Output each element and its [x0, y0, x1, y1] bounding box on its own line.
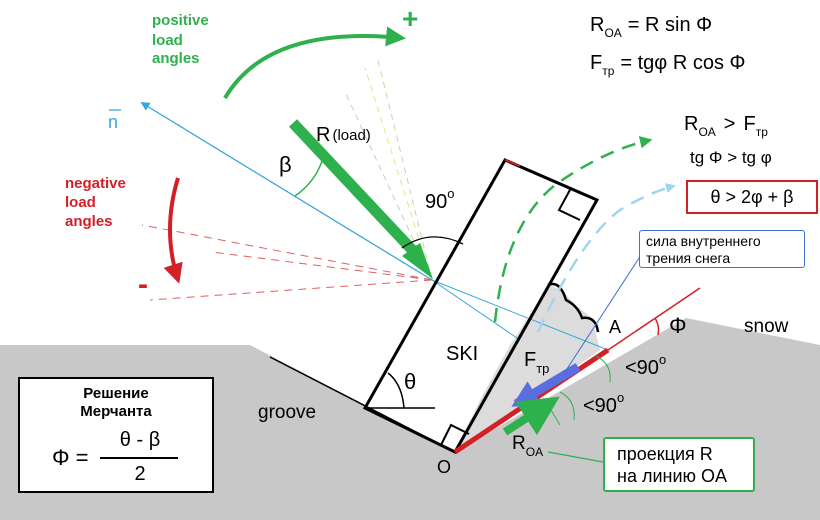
merchant-numerator: θ - β	[119, 429, 161, 451]
friction-callout-line2: трения снега	[646, 250, 731, 266]
positive-angles-arc	[223, 26, 406, 100]
groove-label: groove	[258, 402, 316, 423]
formula-roa: ROA= R sin Φ	[590, 14, 712, 40]
merchant-fraction-bar	[100, 457, 178, 459]
normal-vector	[140, 102, 433, 281]
friction-callout: сила внутреннего трения снега	[639, 230, 805, 268]
positive-label: positive load angles	[152, 12, 213, 67]
projection-callout-line2: на линию OA	[617, 466, 728, 486]
friction-callout-line	[564, 254, 642, 373]
merchant-solution-box: Решение Мерчанта Φ = θ - β 2	[18, 377, 214, 493]
ninety-arc	[401, 236, 464, 249]
load-label: R(load)	[316, 124, 371, 146]
result-condition-box: θ > 2φ + β	[686, 180, 818, 214]
snow-debris	[455, 285, 600, 452]
lt90-arc-a	[595, 355, 611, 383]
snow-label: snow	[744, 316, 789, 337]
inequality-tangent: tg Φ > tg φ	[690, 148, 772, 167]
line-oa-extension	[607, 287, 701, 351]
ski-tip-edge	[504, 159, 521, 167]
projection-guide	[547, 404, 561, 426]
merchant-denominator: 2	[134, 463, 146, 485]
negative-label: negative load angles	[65, 175, 130, 230]
projection-callout-line	[547, 451, 604, 463]
lt90-label-b: <90o	[583, 390, 624, 417]
beta-label: β	[279, 152, 292, 177]
theta-arc	[387, 372, 405, 409]
theta-label: θ	[404, 369, 416, 394]
projection-callout: проекция R на линию OA	[603, 437, 755, 492]
friction-label: Fтр	[524, 349, 549, 376]
lt90-label-a: <90o	[625, 352, 666, 379]
ski-label: SKI	[446, 343, 478, 365]
inequality-forces: ROA>Fтр	[684, 113, 768, 139]
phi-arc	[654, 317, 660, 336]
merchant-title: Решение Мерчанта	[80, 385, 152, 420]
plus-sign: +	[402, 3, 418, 34]
right-angle-top	[557, 187, 581, 221]
negative-angles-arc	[163, 177, 183, 284]
roa-arrow	[502, 396, 560, 436]
right-angle-bottom	[440, 423, 470, 446]
result-condition: θ > 2φ + β	[710, 187, 794, 207]
lt90-arc-b	[559, 391, 575, 421]
projection-callout-line1: проекция R	[617, 444, 713, 464]
point-a: A	[609, 317, 621, 337]
snow-front-curve	[547, 282, 600, 333]
merchant-lhs: Φ =	[52, 445, 89, 470]
beta-arc	[294, 153, 325, 197]
load-arrow-head	[402, 243, 433, 279]
phi-label: Φ	[669, 313, 687, 338]
formula-ftr: Fтр= tgφ R cos Φ	[590, 52, 745, 78]
load-arrow	[288, 119, 421, 258]
green-dashed-trajectory	[493, 136, 653, 323]
roa-label: ROA	[512, 433, 543, 459]
point-o: O	[437, 457, 451, 477]
friction-callout-line1: сила внутреннего	[646, 233, 761, 249]
ninety-label: 90o	[425, 186, 454, 213]
normal-label: n	[108, 112, 118, 132]
groove-tick	[269, 356, 456, 453]
minus-sign: -	[138, 268, 148, 301]
cyan-dashed-trajectory	[536, 183, 676, 333]
